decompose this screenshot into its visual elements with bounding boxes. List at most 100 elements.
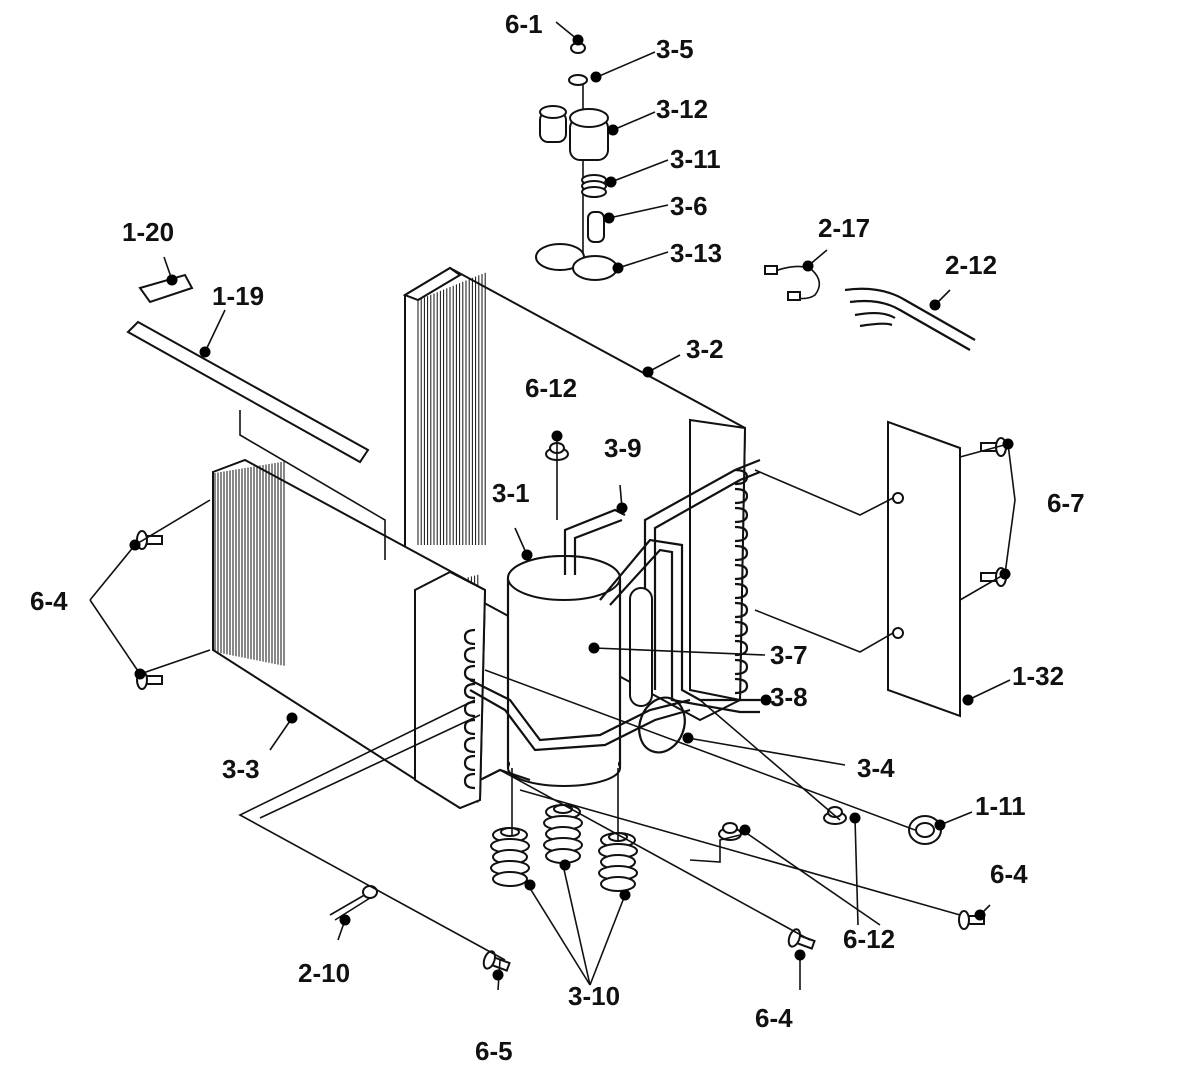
- rubber-mount-top: [553, 804, 573, 814]
- rubber-mounts: [490, 804, 638, 892]
- label-3-3: 3-3: [222, 754, 260, 784]
- pipe-bend: [734, 582, 749, 600]
- label-6-12-bottom: 6-12: [843, 924, 895, 954]
- pipe-bend: [734, 468, 749, 486]
- valve-assembly: [535, 42, 618, 281]
- leader-lines: [89, 21, 1016, 991]
- callout-dot: [934, 819, 946, 831]
- callout-dot: [551, 430, 563, 442]
- compressor: [506, 555, 622, 787]
- callout-dot: [605, 176, 617, 188]
- callout-dot: [572, 34, 584, 46]
- label-3-2: 3-2: [686, 334, 724, 364]
- label-1-20: 1-20: [122, 217, 174, 247]
- nut-top: [827, 806, 843, 818]
- refrigerant-piping: [463, 458, 761, 790]
- label-3-12: 3-12: [656, 94, 708, 124]
- label-6-4-bottom: 6-4: [755, 1003, 793, 1033]
- label-3-13: 3-13: [670, 238, 722, 268]
- label-3-9: 3-9: [604, 433, 642, 463]
- pipe-bend: [463, 718, 476, 736]
- callout-dot: [682, 732, 694, 744]
- callout-dot: [962, 694, 974, 706]
- pipe-bend: [463, 628, 476, 646]
- label-3-8: 3-8: [770, 682, 808, 712]
- label-6-4-right: 6-4: [990, 859, 1028, 889]
- callout-dot: [603, 212, 615, 224]
- callout-dot: [794, 949, 806, 961]
- callout-dot: [642, 366, 654, 378]
- label-6-7: 6-7: [1047, 488, 1085, 518]
- callout-dot: [590, 71, 602, 83]
- pipe-bend: [734, 544, 749, 562]
- label-1-11: 1-11: [975, 791, 1026, 821]
- callout-dot: [616, 502, 628, 514]
- label-2-12: 2-12: [945, 250, 997, 280]
- callout-dot: [286, 712, 298, 724]
- pipe-bend: [734, 677, 749, 695]
- nut-top: [722, 822, 738, 834]
- callout-dot: [134, 668, 146, 680]
- wire-harness: [764, 265, 976, 351]
- pipe-bend: [463, 736, 476, 754]
- callout-dot: [974, 909, 986, 921]
- callout-dots: [129, 34, 1014, 981]
- gasket-strips: [126, 273, 386, 560]
- callout-dot: [588, 642, 600, 654]
- callout-dot: [760, 694, 772, 706]
- pipe-bend: [734, 658, 749, 676]
- callout-dot: [559, 859, 571, 871]
- label-3-6: 3-6: [670, 191, 708, 221]
- label-3-11: 3-11: [670, 144, 721, 174]
- callout-dot: [999, 568, 1011, 580]
- callout-dot: [166, 274, 178, 286]
- pipe-bend: [734, 620, 749, 638]
- callout-dot: [929, 299, 941, 311]
- rubber-mount-top: [500, 827, 520, 837]
- label-3-5: 3-5: [656, 34, 694, 64]
- label-3-1: 3-1: [492, 478, 530, 508]
- pipe-bend: [734, 525, 749, 543]
- screw-head: [482, 950, 496, 970]
- callout-dot: [521, 549, 533, 561]
- part-labels: 6-1 3-5 3-12 3-11 3-6 3-13 2-17 2-12 1-2…: [30, 9, 1085, 1066]
- rubber-mount-ring: [600, 876, 636, 892]
- pipe-bend: [463, 646, 476, 664]
- screw: [787, 928, 816, 950]
- callout-dot: [129, 539, 141, 551]
- pipe-bend: [734, 563, 749, 581]
- label-3-4: 3-4: [857, 753, 895, 783]
- label-2-10: 2-10: [298, 958, 350, 988]
- label-2-17: 2-17: [818, 213, 870, 243]
- callout-dot: [199, 346, 211, 358]
- label-6-1: 6-1: [505, 9, 543, 39]
- screw: [136, 530, 163, 550]
- callout-dot: [1002, 438, 1014, 450]
- callout-dot: [612, 262, 624, 274]
- label-3-10: 3-10: [568, 981, 620, 1011]
- pipe-bend: [463, 754, 476, 772]
- callout-dot: [524, 879, 536, 891]
- label-6-5: 6-5: [475, 1036, 513, 1066]
- callout-dot: [802, 260, 814, 272]
- label-6-12-top: 6-12: [525, 373, 577, 403]
- pipe-bend: [463, 664, 476, 682]
- label-1-32: 1-32: [1012, 661, 1064, 691]
- pipe-bend: [463, 772, 476, 790]
- label-1-19: 1-19: [212, 281, 264, 311]
- pipe-bend: [734, 601, 749, 619]
- label-6-4-left: 6-4: [30, 586, 68, 616]
- callout-dot: [339, 914, 351, 926]
- callout-dot: [849, 812, 861, 824]
- pipe-bend: [734, 487, 749, 505]
- rubber-mount-ring: [492, 871, 528, 887]
- callout-dot: [492, 969, 504, 981]
- side-panel: [754, 420, 961, 718]
- screw: [980, 437, 1007, 457]
- callout-dot: [739, 824, 751, 836]
- pipe-bend: [463, 682, 476, 700]
- callout-dot: [607, 124, 619, 136]
- callout-dot: [619, 889, 631, 901]
- pipe-bend: [734, 506, 749, 524]
